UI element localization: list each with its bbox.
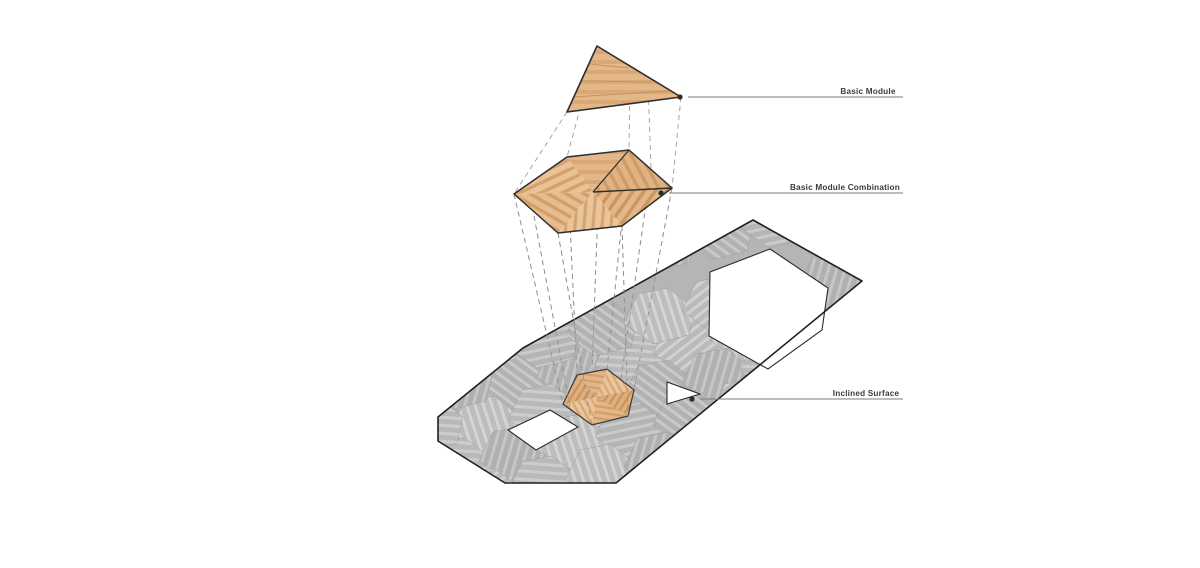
projection-line <box>557 232 593 426</box>
void-rhombus <box>506 409 580 451</box>
hl-wedge-2 <box>597 369 634 397</box>
combination-wedge-3 <box>593 188 672 226</box>
projection-line <box>633 187 673 391</box>
combination-wedge-5 <box>514 192 593 233</box>
slab-tessellation <box>438 220 862 483</box>
annotation-basic-module[interactable]: Basic Module <box>677 87 903 100</box>
projection-line <box>621 225 629 417</box>
hl-wedge-6 <box>563 375 597 404</box>
combination-outline <box>513 149 673 234</box>
label-basic-module-combination: Basic Module Combination <box>790 183 900 192</box>
projection-line <box>513 111 568 195</box>
void-large-hexagon <box>708 248 829 370</box>
combination-wedge-6 <box>514 157 593 194</box>
annotation-basic-module-combination[interactable]: Basic Module Combination <box>658 183 903 196</box>
combination-wedge-2 <box>593 150 672 192</box>
projection-line <box>671 96 682 189</box>
void-triangle <box>666 381 702 405</box>
combination-seam <box>592 187 673 193</box>
basic-module-face <box>567 46 681 112</box>
combination-seam-2 <box>592 149 630 193</box>
basic-module-outline <box>566 45 682 113</box>
leader-dot <box>658 190 664 196</box>
label-inclined-surface: Inclined Surface <box>833 389 900 398</box>
basic-module[interactable] <box>566 45 682 113</box>
annotation-inclined-surface[interactable]: Inclined Surface <box>689 389 903 402</box>
inclined-surface[interactable] <box>392 192 869 536</box>
label-basic-module: Basic Module <box>840 87 895 96</box>
leader-dot <box>677 94 683 100</box>
annotations: Basic Module Basic Module Combination In… <box>658 87 903 402</box>
basic-module-combination[interactable] <box>513 149 673 234</box>
combination-wedge-4 <box>558 192 622 233</box>
inclined-surface-outline <box>437 219 863 484</box>
leader-dot <box>689 396 695 402</box>
projection-line <box>647 81 652 170</box>
surface-voids <box>506 248 829 451</box>
projection-line <box>533 215 572 413</box>
basic-module-planks <box>573 63 669 98</box>
combination-wedge-1 <box>567 150 629 192</box>
hl-wedge-3 <box>597 390 634 416</box>
